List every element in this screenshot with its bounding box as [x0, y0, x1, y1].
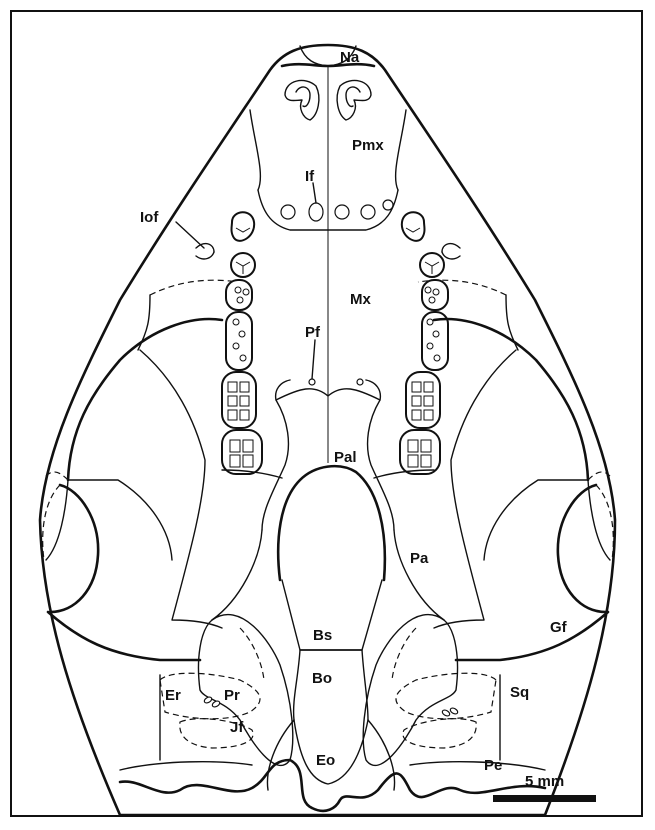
label-pf: Pf — [305, 324, 321, 341]
incisive-foramen-left — [309, 203, 323, 221]
tooth-row-right — [400, 212, 448, 474]
palatine-foramen-left — [309, 379, 315, 385]
label-pa: Pa — [410, 550, 429, 567]
pmx-mx-suture-left — [150, 280, 238, 295]
nasal-line — [282, 64, 374, 66]
zygomatic-right — [434, 319, 588, 480]
orbit-inner-right — [434, 350, 516, 628]
label-sq: Sq — [510, 684, 529, 701]
lower-left-line — [120, 762, 252, 770]
palatine-right-margin — [366, 380, 394, 530]
foramen-pr-right-1 — [441, 709, 450, 717]
pterygoid-line-left — [212, 530, 262, 620]
glenoid-fossa-right-dash — [596, 485, 613, 560]
orbit-suture-left — [46, 472, 68, 480]
label-na: Na — [340, 49, 360, 66]
label-gf: Gf — [550, 619, 568, 636]
orbit-inner-left — [140, 350, 222, 628]
label-bo: Bo — [312, 670, 332, 687]
exoccipital-right — [368, 720, 395, 790]
label-pmx: Pmx — [352, 137, 384, 154]
pterygoid-line-right — [394, 530, 444, 620]
zygoma-lateral-right — [588, 480, 610, 560]
label-er: Er — [165, 687, 181, 704]
infraorbital-left — [196, 244, 214, 252]
foramen-2 — [335, 205, 349, 219]
infraorbital-left-b — [196, 252, 214, 259]
foramen-pr-left-1 — [203, 696, 212, 704]
label-jf: Jf — [230, 719, 244, 736]
foramen-pr-left-2 — [211, 700, 220, 708]
orbit-floor-right — [484, 480, 588, 560]
tooth-row-left — [222, 212, 262, 474]
bulla-dash-right-3 — [392, 628, 416, 680]
if-pointer — [313, 183, 316, 203]
foramen-4 — [383, 200, 393, 210]
label-bs: Bs — [313, 627, 332, 644]
orbit-floor-left — [68, 480, 172, 560]
label-pal: Pal — [334, 449, 357, 466]
glenoid-fossa-left — [50, 485, 98, 612]
palatine-foramen-right — [357, 379, 363, 385]
label-mx: Mx — [350, 291, 371, 308]
scale-bar — [493, 795, 596, 802]
scale-bar-label: 5 mm — [525, 773, 564, 790]
glenoid-fossa-right — [558, 485, 606, 612]
exoccipital-left — [267, 720, 294, 790]
zygomatic-left — [68, 319, 222, 480]
foramen-1 — [281, 205, 295, 219]
basioccipital-left — [294, 650, 300, 720]
palatine-left-margin — [262, 380, 290, 530]
mesopterygoid-fossa — [278, 466, 385, 580]
glenoid-fossa-left-dash — [43, 485, 60, 560]
infraorbital-right — [442, 244, 460, 252]
label-eo: Eo — [316, 752, 335, 769]
pf-pointer — [312, 340, 315, 379]
label-if: If — [305, 168, 315, 185]
label-pe: Pe — [484, 757, 502, 774]
bulla-dash-left-3 — [240, 628, 264, 680]
incisor-right-inner — [346, 87, 360, 106]
lower-right-line — [410, 762, 545, 770]
zygoma-lateral-left — [46, 480, 68, 560]
label-iof: Iof — [140, 209, 159, 226]
foramen-3 — [361, 205, 375, 219]
orbit-suture-right — [588, 472, 610, 480]
premaxilla-right-edge — [396, 110, 406, 190]
incisor-left-inner — [296, 87, 310, 106]
foramen-pr-right-2 — [449, 707, 458, 715]
premaxilla-left-edge — [250, 110, 260, 190]
infraorbital-right-b — [442, 252, 460, 259]
iof-pointer — [176, 222, 204, 248]
label-pr: Pr — [224, 687, 240, 704]
